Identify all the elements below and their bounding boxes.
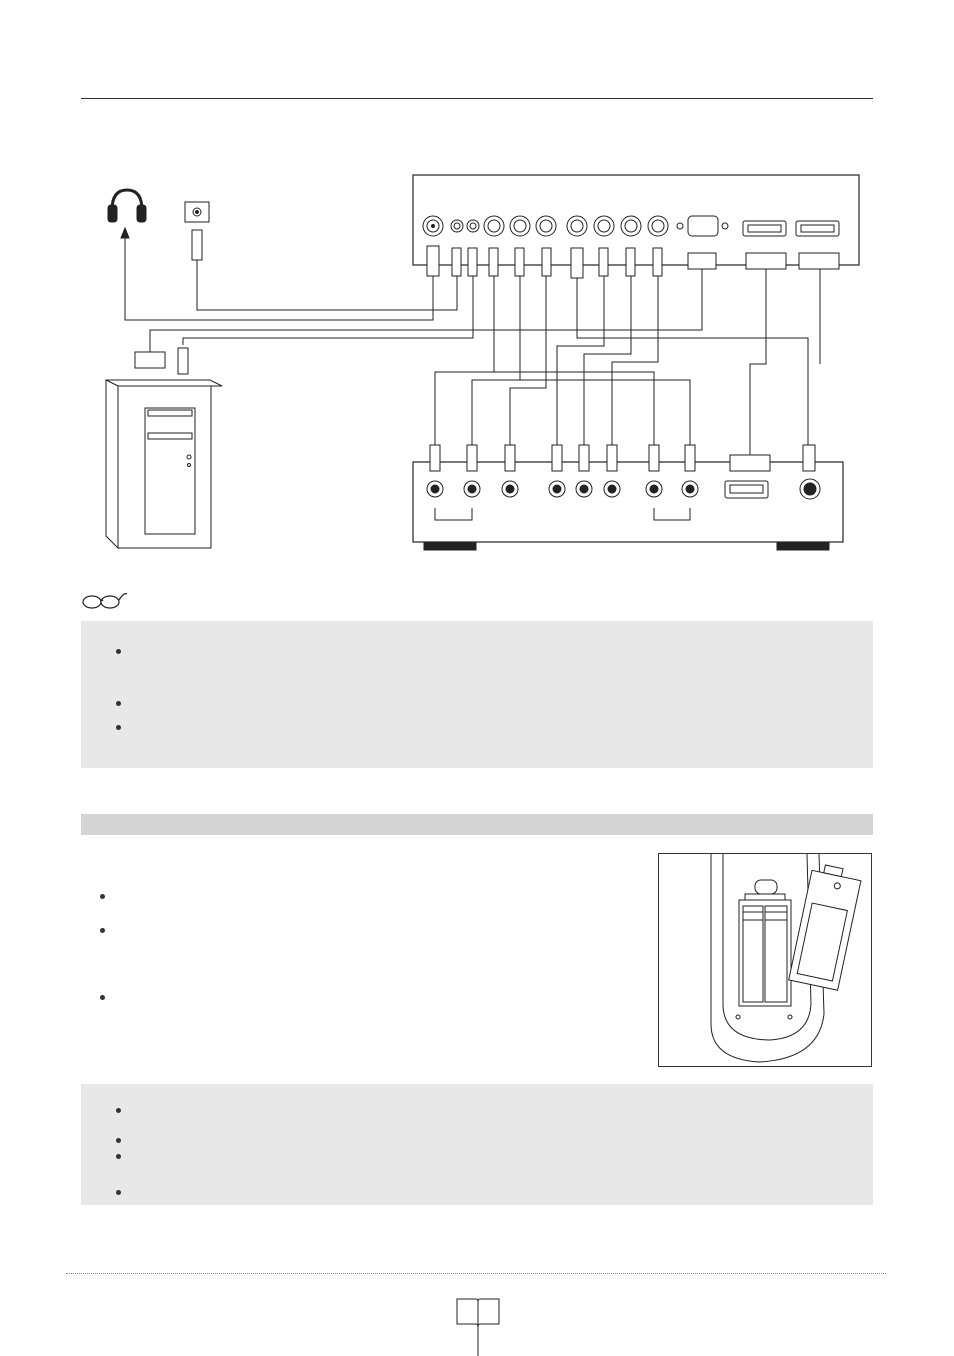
bullet	[116, 649, 121, 654]
bullet	[116, 1154, 121, 1159]
pc-tower	[105, 379, 223, 550]
tv-rear-panel	[412, 174, 860, 266]
bullet	[116, 725, 121, 730]
source-player	[412, 461, 844, 543]
bullet	[116, 1138, 121, 1143]
bullet	[100, 995, 105, 1000]
bullet	[100, 928, 105, 933]
bullet	[116, 701, 121, 706]
remote-battery-illustration	[658, 853, 872, 1067]
bullet	[116, 1190, 121, 1195]
headphones-icon	[107, 188, 147, 223]
footer-dotted-rule	[66, 1273, 886, 1274]
glasses-icon	[82, 593, 128, 609]
notes-box-2	[81, 1084, 873, 1205]
header-rule	[81, 98, 873, 99]
bullet	[100, 894, 105, 899]
book-icon	[456, 1298, 500, 1356]
bullet	[116, 1108, 121, 1113]
connection-diagram	[105, 174, 860, 551]
notes-box	[81, 621, 873, 768]
section-header-bar	[81, 814, 873, 835]
